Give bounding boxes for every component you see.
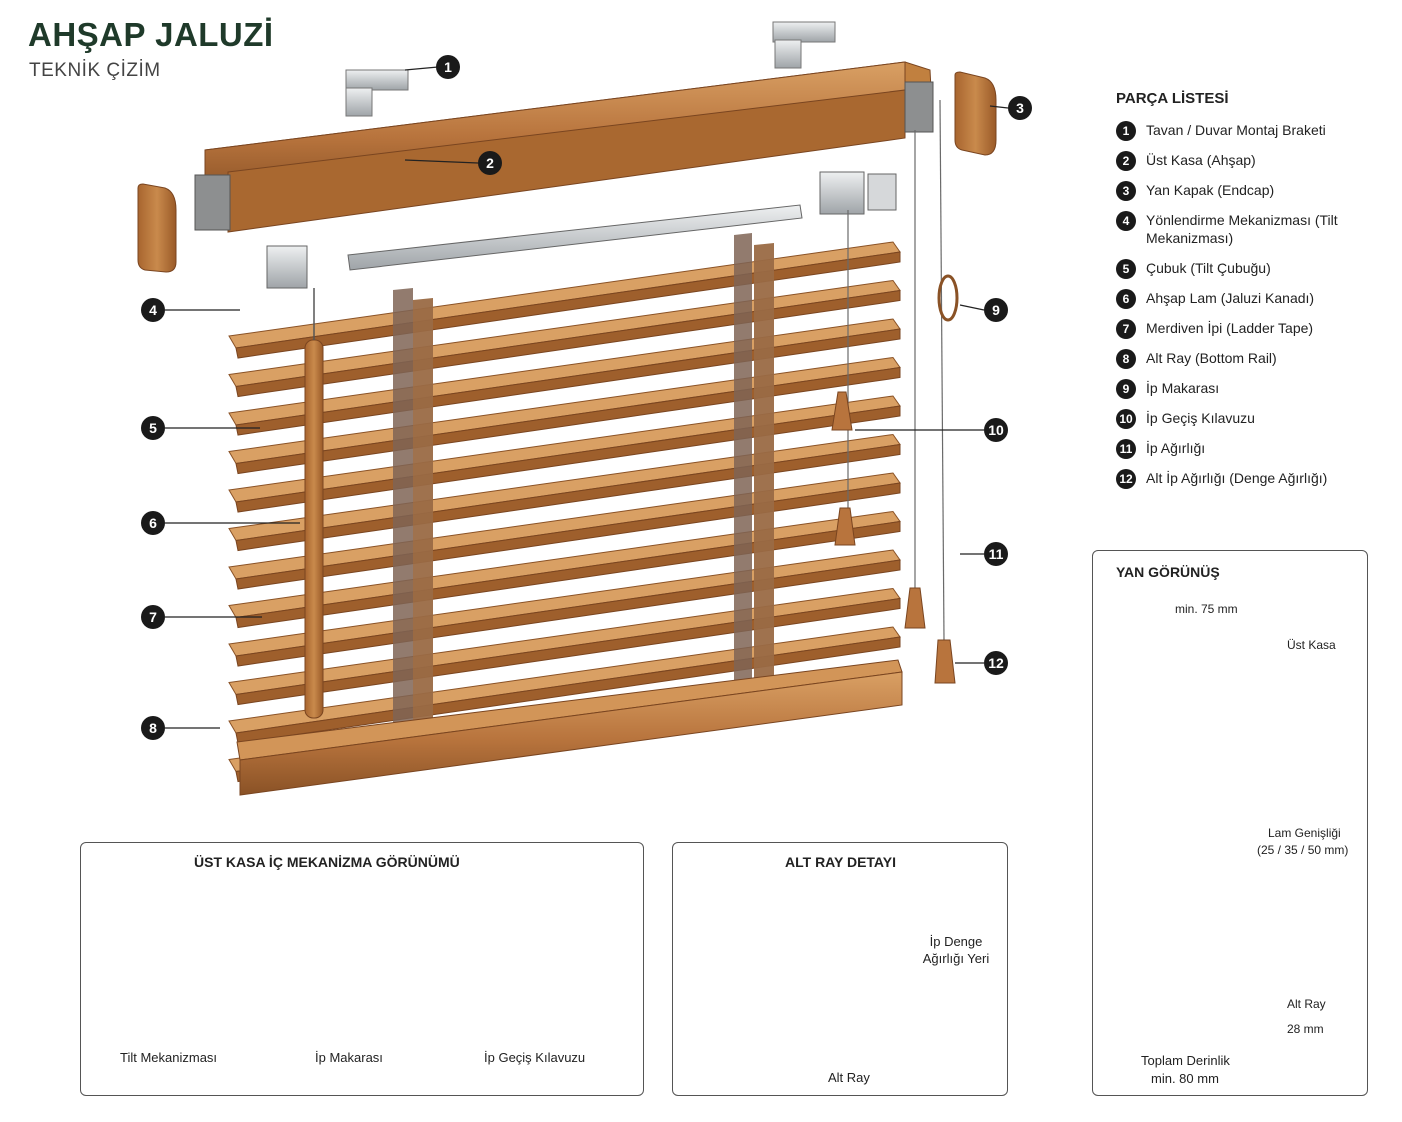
part-label: Merdiven İpi (Ladder Tape) [1146,320,1314,336]
callout-7: 7 [141,605,165,629]
callout-1: 1 [436,55,460,79]
ladder-tape-left [393,288,433,770]
page-subtitle: TEKNİK ÇİZİM [29,60,161,81]
callout-12: 12 [984,651,1008,675]
panel-side-view-title: YAN GÖRÜNÜŞ [1116,564,1220,580]
part-number: 6 [1116,289,1136,309]
mounting-bracket-right [772,21,836,69]
page-title: AHŞAP JALUZİ [28,16,274,53]
part-number: 2 [1116,151,1136,171]
tilt-wand [304,288,324,719]
panel-top-frame-mechanism [80,842,644,1096]
part-number: 11 [1116,439,1136,459]
cord-weight-upper [831,391,853,431]
part-number: 1 [1116,121,1136,141]
part-number: 4 [1116,211,1136,231]
panel-side-view [1092,550,1368,1096]
callout-4: 4 [141,298,165,322]
part-label: Alt İp Ağırlığı (Denge Ağırlığı) [1146,470,1328,486]
label-total-depth-value: min. 80 mm [1151,1071,1219,1086]
part-number: 12 [1116,469,1136,489]
part-label: İp Makarası [1146,380,1220,396]
part-label: Ahşap Lam (Jaluzi Kanadı) [1146,290,1315,306]
part-number: 3 [1116,181,1136,201]
endcap-right [954,71,997,156]
parts-list-item: 12 Alt İp Ağırlığı (Denge Ağırlığı) [1116,469,1386,499]
bottom-rail [236,659,903,796]
callout-10: 10 [984,418,1008,442]
callout-5: 5 [141,416,165,440]
panel-bottom-rail-title: ALT RAY DETAYI [785,854,896,870]
label-slat-sizes: (25 / 35 / 50 mm) [1257,843,1349,857]
part-label: İp Ağırlığı [1146,440,1206,456]
callout-2: 2 [478,151,502,175]
panel-bottom-rail-detail [672,842,1008,1096]
label-rail-size: 28 mm [1287,1022,1324,1036]
callout-11: 11 [984,542,1008,566]
label-min-width: min. 75 mm [1175,602,1238,616]
label-slat-width: Lam Genişliği [1268,826,1341,840]
panel-top-frame-title: ÜST KASA İÇ MEKANİZMA GÖRÜNÜMÜ [194,854,460,870]
callout-8: 8 [141,716,165,740]
parts-list-item: 2 Üst Kasa (Ahşap) [1116,151,1386,181]
endcap-left [137,183,177,273]
parts-list-item: 4 Yönlendirme Mekanizması (Tilt Mekanizma… [1116,211,1386,259]
cord-weight-middle [834,507,856,546]
label-weight-slot: İp Denge Ağırlığı Yeri [922,934,990,966]
label-total-depth: Toplam Derinlik [1141,1053,1230,1068]
tilt-mechanism-left [266,245,308,289]
ladder-tape-right [734,233,774,707]
bottom-cord-weight [934,639,956,684]
parts-list-item: 11 İp Ağırlığı [1116,439,1386,469]
label-tilt-mechanism: Tilt Mekanizması [120,1050,218,1065]
callout-9: 9 [984,298,1008,322]
mounting-bracket-left [345,69,409,117]
leader-lines [165,66,1009,729]
parts-list-item: 8 Alt Ray (Bottom Rail) [1116,349,1386,379]
label-top-frame: Üst Kasa [1287,638,1336,652]
parts-list-item: 3 Yan Kapak (Endcap) [1116,181,1386,211]
part-label: Alt Ray (Bottom Rail) [1146,350,1277,366]
part-number: 10 [1116,409,1136,429]
parts-list-title: PARÇA LİSTESİ [1116,90,1229,107]
parts-list-item: 6 Ahşap Lam (Jaluzi Kanadı) [1116,289,1386,319]
parts-list-item: 5 Çubuk (Tilt Çubuğu) [1116,259,1386,289]
label-cord-guide: İp Geçiş Kılavuzu [484,1050,586,1065]
top-frame [194,61,934,233]
label-cord-pulley: İp Makarası [315,1050,383,1065]
part-label: Tavan / Duvar Montaj Braketi [1146,122,1326,138]
label-bottom-rail: Alt Ray [828,1070,870,1085]
part-label: Yan Kapak (Endcap) [1146,182,1275,198]
parts-list-item: 10 İp Geçiş Kılavuzu [1116,409,1386,439]
parts-list-item: 1 Tavan / Duvar Montaj Braketi [1116,121,1386,151]
part-number: 7 [1116,319,1136,339]
parts-list: PARÇA LİSTESİ 1 Tavan / Duvar Montaj Brak… [1116,90,1386,499]
cord-weight [904,587,926,629]
parts-list-item: 9 İp Makarası [1116,379,1386,409]
part-number: 8 [1116,349,1136,369]
cord-pulley [937,274,959,322]
part-label: Yönlendirme Mekanizması (Tilt Mekanizmas… [1146,212,1338,246]
label-side-bottom-rail: Alt Ray [1287,997,1326,1011]
part-number: 9 [1116,379,1136,399]
part-label: Çubuk (Tilt Çubuğu) [1146,260,1271,276]
part-number: 5 [1116,259,1136,279]
part-label: İp Geçiş Kılavuzu [1146,410,1255,426]
part-label: Üst Kasa (Ahşap) [1146,152,1256,168]
tilt-mechanism-right [819,171,865,215]
callout-6: 6 [141,511,165,535]
parts-list-item: 7 Merdiven İpi (Ladder Tape) [1116,319,1386,349]
callout-3: 3 [1008,96,1032,120]
